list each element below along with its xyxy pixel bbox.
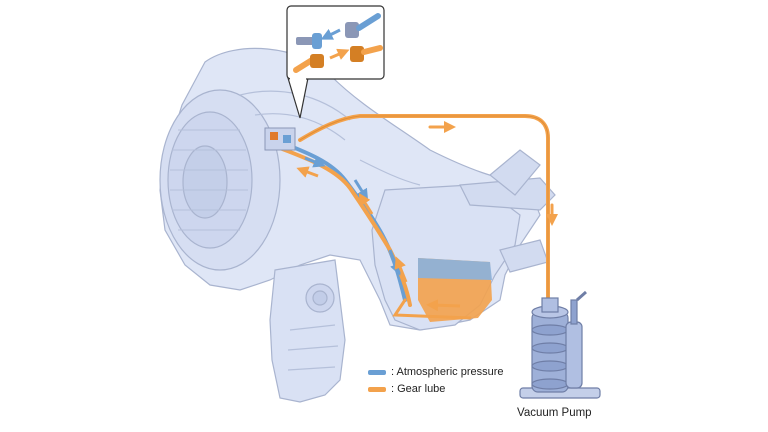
atmospheric-swatch: [368, 370, 386, 375]
gearcase-lube-reservoir: [418, 258, 492, 322]
internal-flow-arrows: [296, 156, 461, 312]
legend-item-atmospheric: : Atmospheric pressure: [368, 364, 504, 381]
engine-illustration: [159, 47, 556, 403]
vacuum-hose: [298, 114, 558, 307]
legend-item-gear-lube: : Gear lube: [368, 381, 504, 398]
vacuum-pump-illustration: [519, 290, 601, 399]
legend-atmospheric-label: : Atmospheric pressure: [391, 366, 504, 378]
gear-lube-swatch: [368, 387, 386, 392]
hose-connector-icon: [293, 45, 383, 73]
connector-callout: [286, 5, 385, 119]
hose-connector-block: [264, 127, 296, 151]
legend: : Atmospheric pressure : Gear lube: [368, 364, 504, 398]
vacuum-pump-label: Vacuum Pump: [517, 407, 592, 419]
legend-gear-lube-label: : Gear lube: [391, 383, 446, 395]
hose-connector-icon: [296, 13, 381, 49]
